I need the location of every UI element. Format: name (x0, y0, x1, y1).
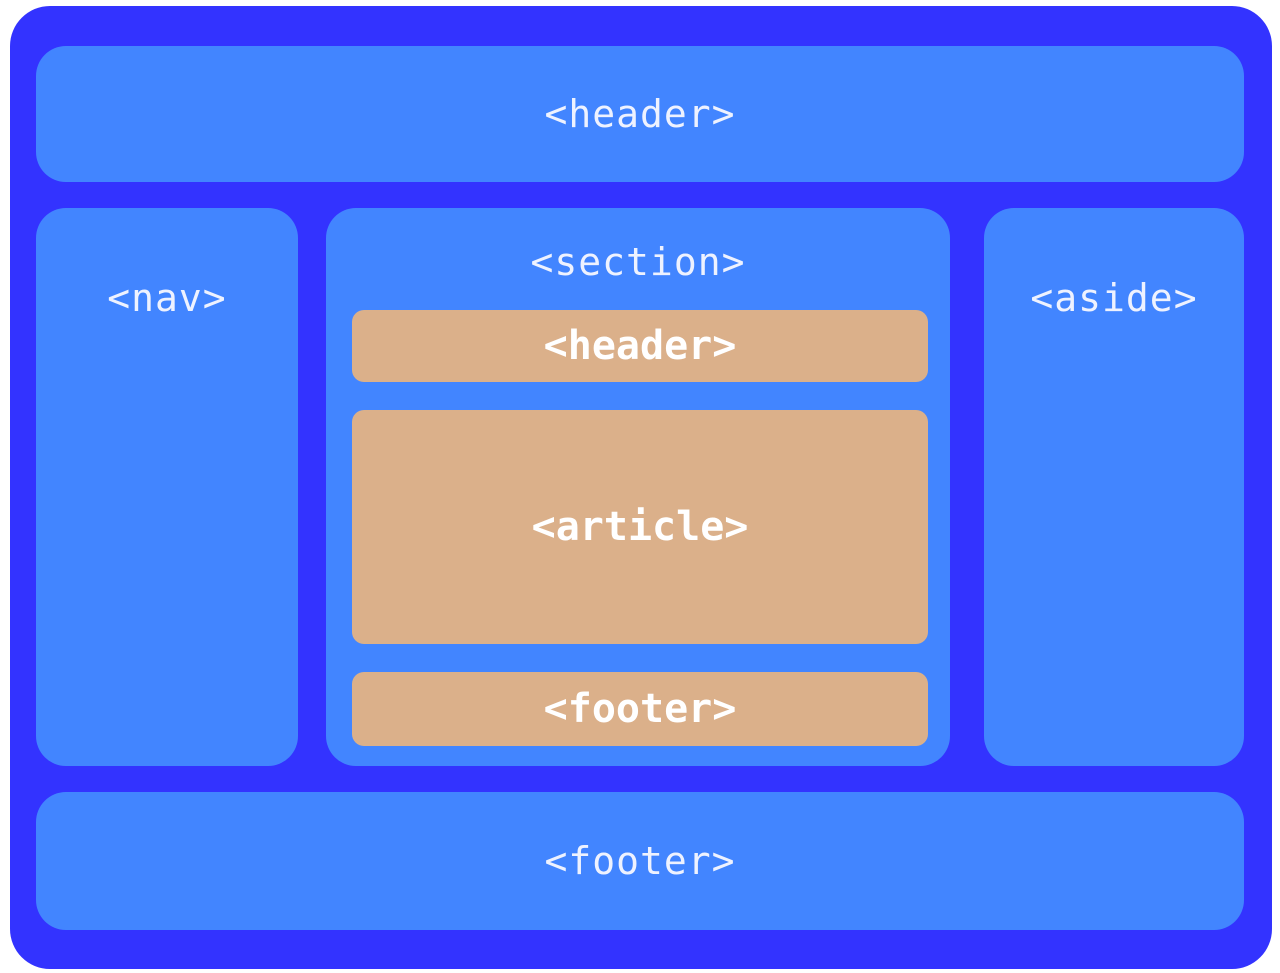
inner-header-label: <header> (543, 323, 737, 369)
inner-footer-block: <footer> (352, 672, 928, 746)
outer-footer-label: <footer> (544, 839, 736, 883)
article-label: <article> (531, 504, 749, 550)
aside-block: <aside> (984, 208, 1244, 766)
outer-header-block: <header> (36, 46, 1244, 182)
article-block: <article> (352, 410, 928, 644)
outer-header-label: <header> (544, 92, 736, 136)
nav-block: <nav> (36, 208, 298, 766)
outer-footer-block: <footer> (36, 792, 1244, 930)
section-label: <section> (530, 240, 746, 284)
inner-footer-label: <footer> (543, 686, 737, 732)
aside-label: <aside> (1030, 276, 1198, 320)
inner-header-block: <header> (352, 310, 928, 382)
nav-label: <nav> (107, 276, 227, 320)
